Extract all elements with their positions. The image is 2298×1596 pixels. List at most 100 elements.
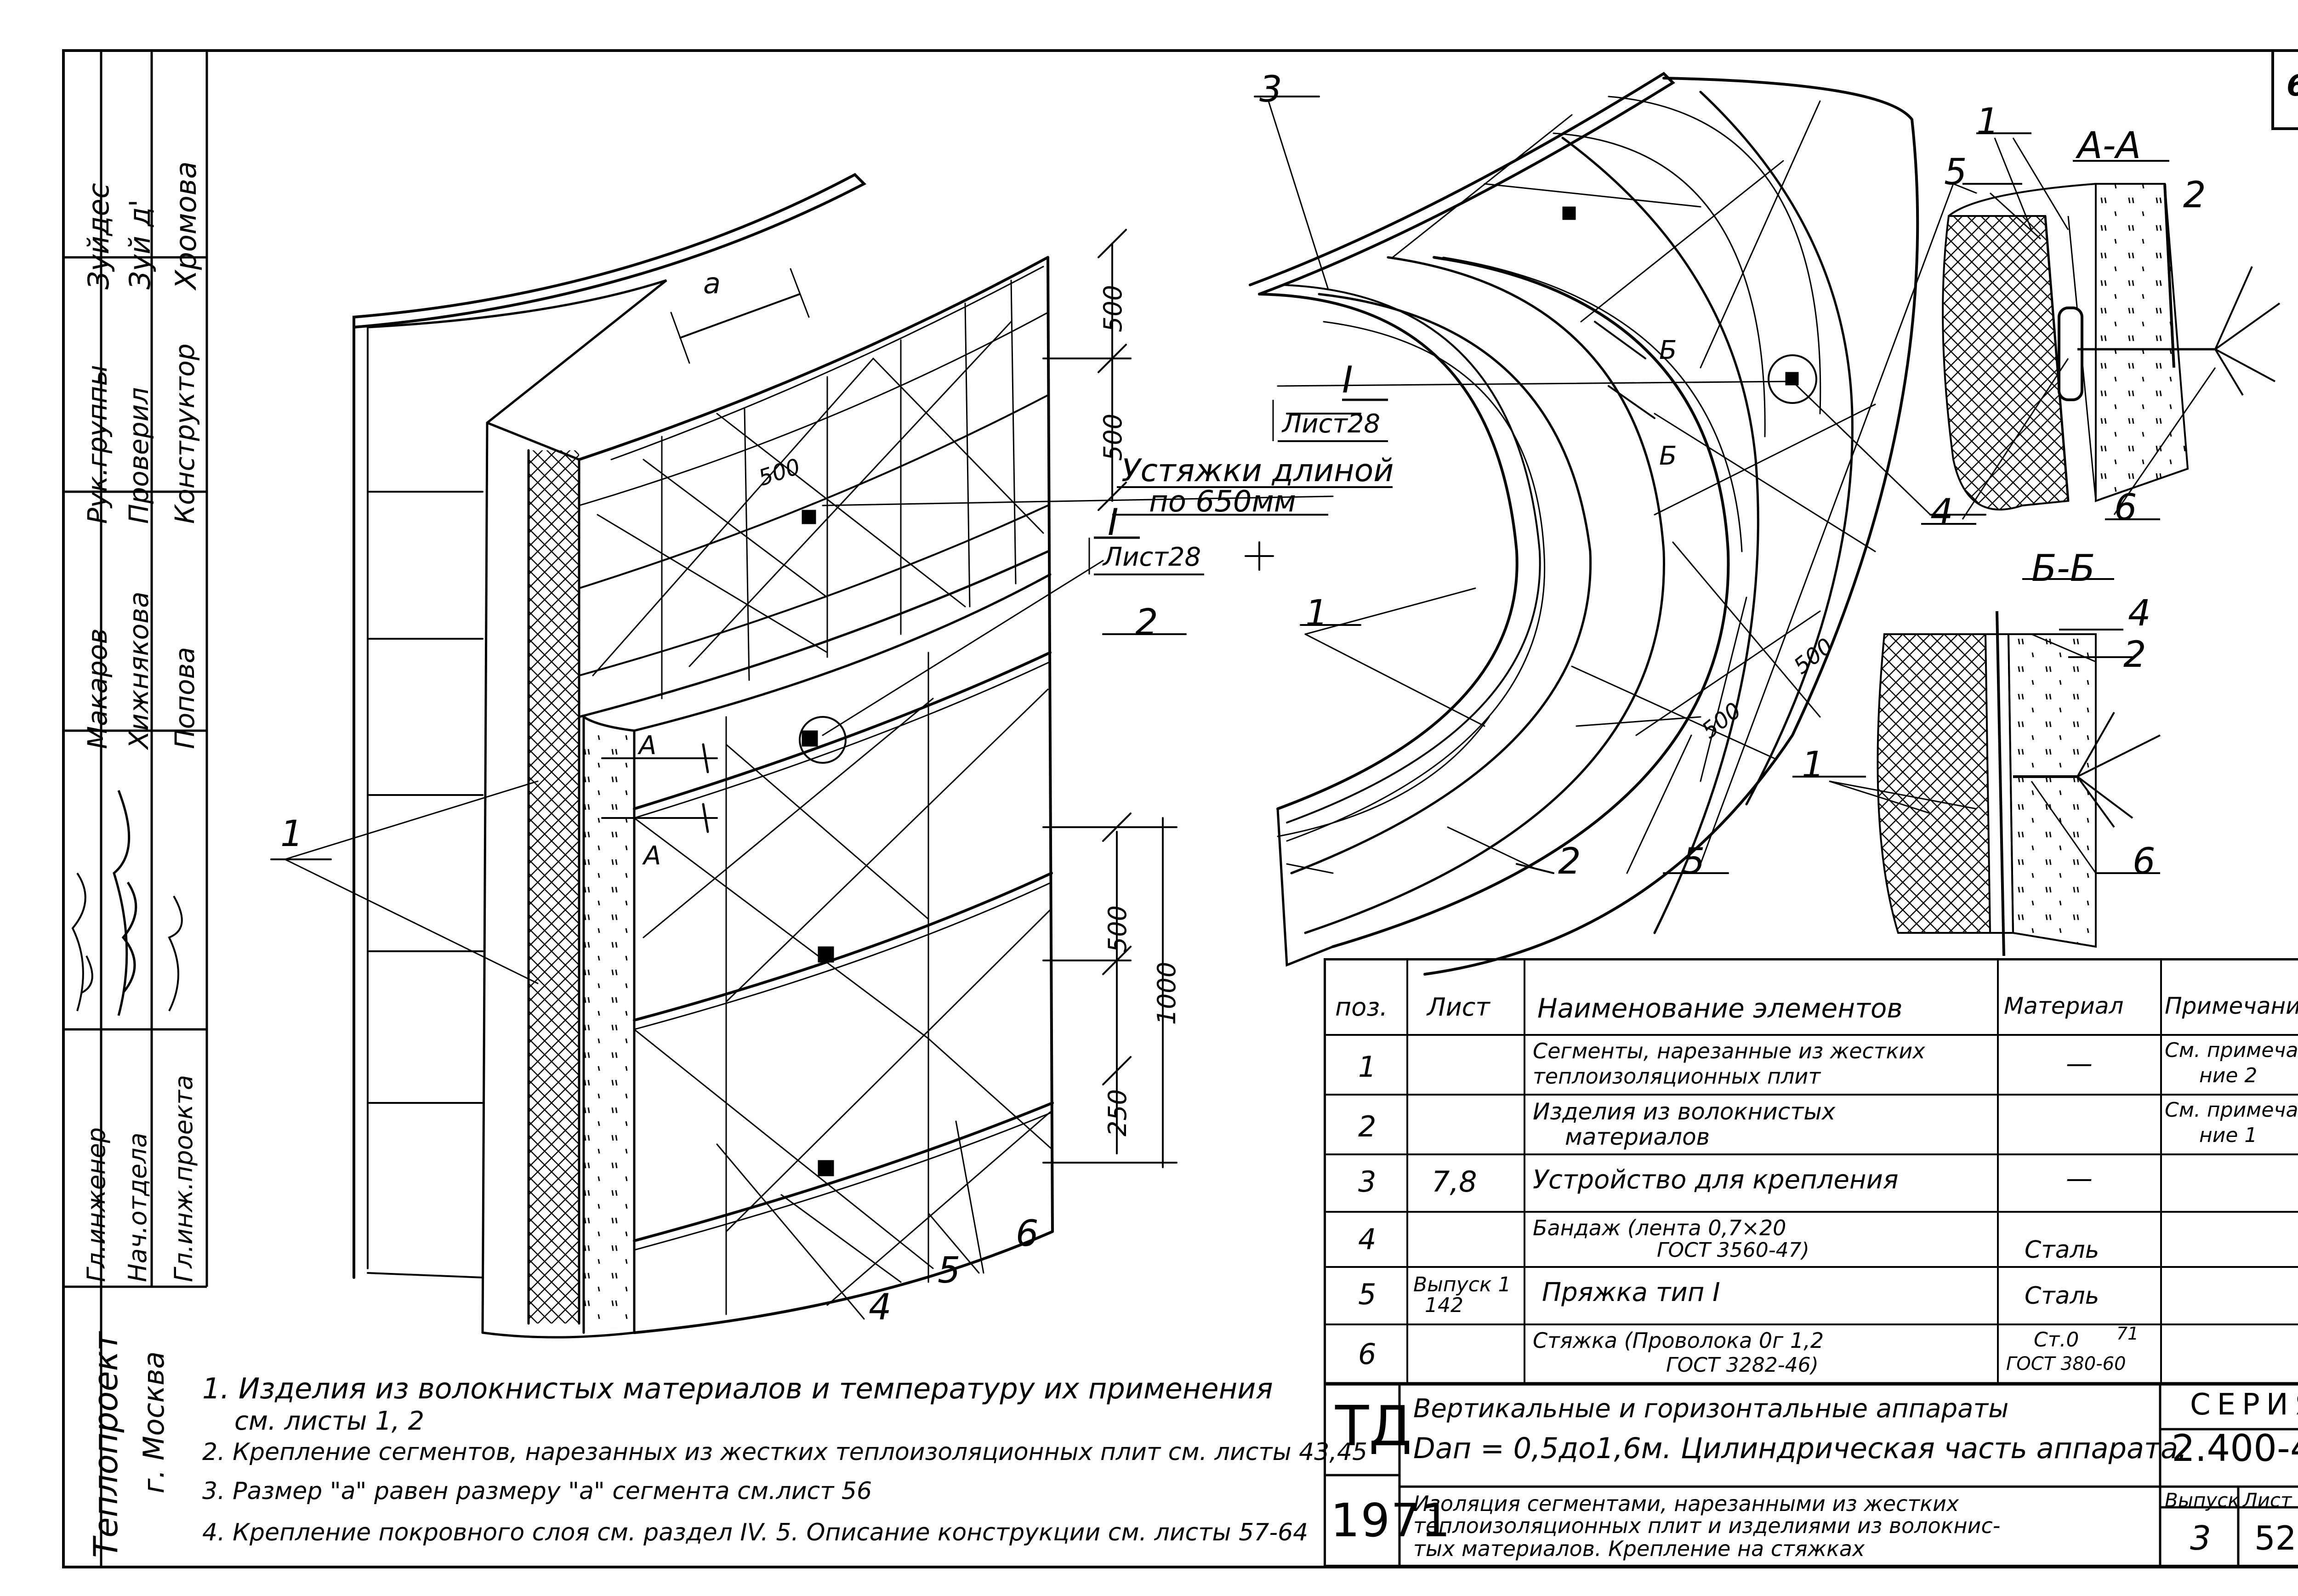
section-AA-title: А-А: [2077, 124, 2141, 167]
row1-material: —: [2066, 1048, 2093, 1079]
sig-r1c2: Зуй д': [123, 199, 157, 290]
td-mark: ТД: [1335, 1395, 1412, 1459]
row5-pos: 5: [1358, 1278, 1377, 1311]
row1-name2: теплоизоляционных плит: [1533, 1064, 1821, 1089]
section-B-mark-1: Б: [1659, 335, 1677, 365]
callout-sheet-left: Лист28: [1103, 542, 1201, 572]
header-name: Наименование элементов: [1537, 993, 1903, 1024]
left-pos-6: 6: [1016, 1213, 1039, 1255]
callout-sheet-right: Лист28: [1282, 409, 1381, 439]
section-BB-detail: [1792, 578, 2161, 956]
row6-material: Ст.0: [2034, 1328, 2079, 1352]
dim-500-top: 500: [1098, 284, 1128, 333]
desc-line1: Изоляция сегментами, нарезанными из жест…: [1413, 1491, 1959, 1516]
right-pos-5: 5: [1682, 841, 1705, 882]
org-name: Теплопроект: [86, 1332, 125, 1558]
row5-sheet2: 142: [1425, 1294, 1463, 1317]
callout-I-right: I: [1342, 358, 1353, 401]
row1-name: Сегменты, нарезанные из жестких: [1533, 1039, 1925, 1063]
row3-name: Устройство для крепления: [1533, 1165, 1899, 1195]
section-AA-detail: [1921, 132, 2281, 525]
AA-pos-1: 1: [1976, 101, 1999, 142]
row2-note: См. примеча-: [2165, 1098, 2298, 1122]
row5-material: Сталь: [2025, 1282, 2099, 1310]
right-pos-2: 2: [1558, 841, 1581, 882]
sheet-value: 52: [2254, 1519, 2297, 1557]
section-A-mark-2: А: [643, 841, 661, 871]
desc-line3: тых материалов. Крепление на стяжках: [1413, 1536, 1865, 1561]
header-material: Материал: [2004, 993, 2124, 1019]
row6-material2: ГОСТ 380-60: [2006, 1353, 2126, 1374]
section-BB-pos-6: 6: [2133, 841, 2156, 882]
AA-pos-5: 5: [1944, 152, 1967, 193]
signature-strip-grid: [63, 51, 208, 1567]
row6-name2: ГОСТ 3282-46): [1666, 1353, 1819, 1377]
row2-note2: ние 1: [2199, 1124, 2258, 1147]
desc-line2: теплоизоляционных плит и изделиями из во…: [1413, 1513, 2001, 1538]
note-1: 1. Изделия из волокнистых материалов и т…: [202, 1372, 1273, 1405]
year-mark: 1971: [1331, 1494, 1451, 1547]
series-label: СЕРИЯ: [2190, 1388, 2298, 1422]
header-note: Примечание: [2165, 993, 2298, 1019]
sheet-number: 63: [2287, 69, 2298, 103]
title-block: ТД 1971 Вертикальные и горизонтальные ап…: [1324, 1383, 2298, 1567]
header-sheet: Лист: [1427, 993, 1490, 1022]
right-isometric-drawing: [1249, 72, 1986, 976]
sig-r3c2: Хижнякова: [123, 591, 154, 749]
sheet-frame: [62, 49, 2298, 1568]
row3-sheet: 7,8: [1432, 1165, 1477, 1198]
title-line2: Dап = 0,5до1,6м. Цилиндрическая часть ап…: [1413, 1431, 2187, 1465]
section-A-mark-1: А: [639, 731, 657, 761]
section-BB-pos-1: 1: [1802, 744, 1825, 786]
section-BB-pos-4: 4: [2128, 593, 2151, 634]
issue-number: 3: [2190, 1519, 2211, 1557]
row4-pos: 4: [1358, 1222, 1377, 1256]
left-pos-1: 1: [280, 813, 303, 855]
row4-material: Сталь: [2025, 1236, 2099, 1264]
right-pos-1: 1: [1305, 593, 1328, 634]
note-4-5: 4. Крепление покровного слоя см. раздел …: [202, 1519, 1308, 1546]
right-pos-3: 3: [1259, 69, 1282, 110]
left-pos-2: 2: [1135, 602, 1158, 643]
row6-material-sub: 71: [2116, 1323, 2139, 1344]
dim-500-lower: 500: [1103, 905, 1132, 953]
header-pos: поз.: [1335, 993, 1388, 1022]
dim-1000: 1000: [1152, 961, 1182, 1025]
row3-material: —: [2066, 1163, 2093, 1194]
callout-ties-line1: Устяжки длиной: [1121, 453, 1394, 489]
section-BB-pos-2: 2: [2123, 634, 2146, 676]
note-1-cont: см. листы 1, 2: [234, 1406, 425, 1436]
series-number: 2.400-4: [2172, 1427, 2298, 1470]
note-3: 3. Размер "а" равен размеру "а" сегмента…: [202, 1477, 872, 1505]
sig-r2c1: Рук.группы: [82, 364, 113, 524]
signature-scribbles: [71, 790, 183, 1016]
callout-I-left: I: [1108, 501, 1119, 544]
left-pos-4: 4: [869, 1287, 892, 1328]
callout-ties-line2: по 650мм: [1149, 485, 1297, 519]
section-AA-pos-2: 2: [2183, 175, 2206, 216]
sig-r4c3: Гл.инж.проекта: [169, 1075, 198, 1282]
dim-250: 250: [1103, 1089, 1132, 1137]
row2-name2: материалов: [1565, 1124, 1710, 1150]
row4-name: Бандаж (лента 0,7×20: [1533, 1215, 1786, 1240]
sig-r2c3: Конструктор: [169, 343, 200, 524]
row1-note2: ние 2: [2199, 1064, 2258, 1087]
row4-name2: ГОСТ 3560-47): [1657, 1238, 1809, 1262]
row6-name: Стяжка (Проволока 0г 1,2: [1533, 1328, 1824, 1353]
note-2: 2. Крепление сегментов, нарезанных из же…: [202, 1438, 1368, 1466]
section-AA-pos-4: 4: [1930, 492, 1953, 533]
left-isometric-drawing: [270, 173, 1334, 1339]
row5-sheet: Выпуск 1: [1413, 1273, 1511, 1296]
row3-pos: 3: [1358, 1165, 1377, 1198]
row1-pos: 1: [1358, 1050, 1377, 1084]
section-AA-pos-6: 6: [2114, 487, 2137, 528]
sig-r3c1: Макаров: [82, 628, 113, 749]
sig-r3c3: Попова: [169, 647, 200, 749]
row5-name: Пряжка тип I: [1542, 1278, 1720, 1307]
specification-table: поз. Лист Наименование элементов Материа…: [1324, 958, 2298, 1386]
row6-pos: 6: [1358, 1337, 1377, 1371]
section-BB-title: Б-Б: [2031, 547, 2095, 590]
left-pos-5: 5: [938, 1250, 961, 1291]
issue-label: Выпуск: [2165, 1489, 2240, 1511]
